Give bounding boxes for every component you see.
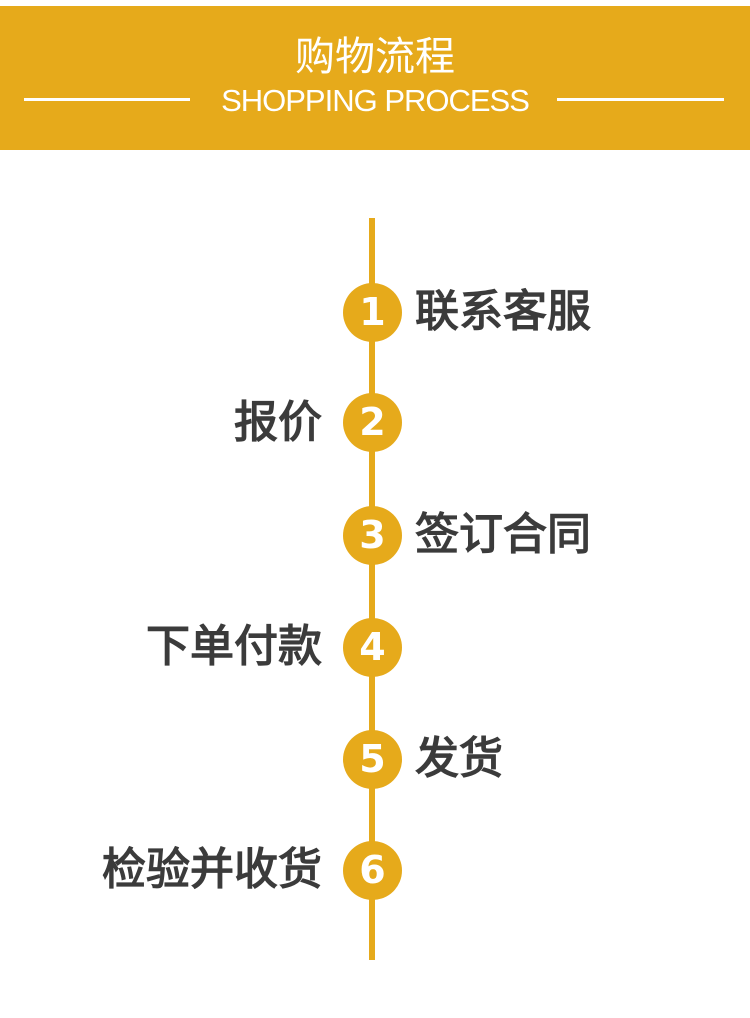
step-2-badge: 2 [343,393,402,452]
step-3-label: 签订合同 [415,509,591,560]
step-5-label: 发货 [415,733,503,784]
step-5-badge: 5 [343,730,402,789]
timeline-axis [369,218,375,960]
title-divider-right [557,98,724,101]
step-4-number: 4 [359,625,386,669]
step-6-label: 检验并收货 [102,844,322,895]
title-divider-left [24,98,190,101]
step-1-label: 联系客服 [415,286,591,337]
step-3-number: 3 [359,513,386,557]
step-6-badge: 6 [343,841,402,900]
header-banner: 购物流程 SHOPPING PROCESS [0,6,750,150]
step-6-number: 6 [359,848,386,892]
step-4-label: 下单付款 [146,621,322,672]
step-1-badge: 1 [343,283,402,342]
step-1-number: 1 [359,290,386,334]
step-2-label: 报价 [234,397,322,448]
page-subtitle: SHOPPING PROCESS [221,83,530,118]
step-4-badge: 4 [343,618,402,677]
step-5-number: 5 [359,737,386,781]
step-3-badge: 3 [343,506,402,565]
step-2-number: 2 [359,400,386,444]
page-title: 购物流程 [295,34,455,80]
